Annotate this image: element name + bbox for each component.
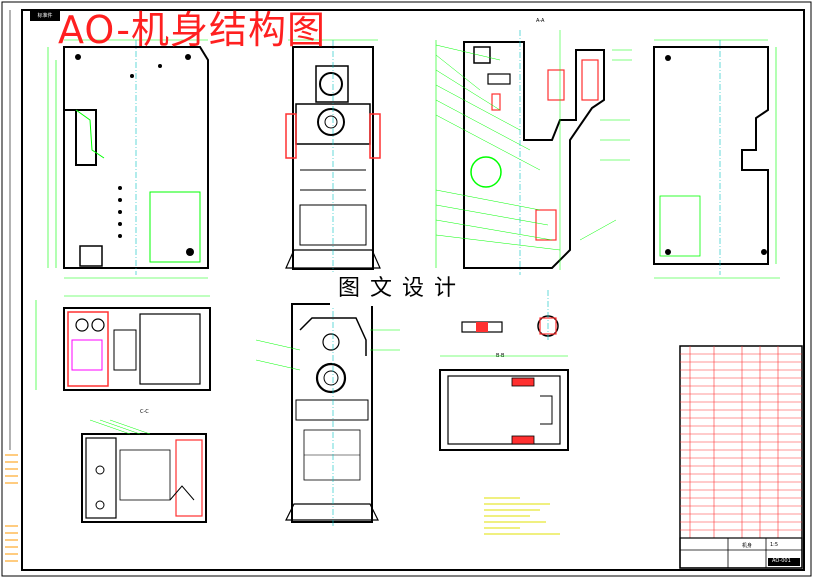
detail-views [461, 290, 559, 342]
technical-notes [484, 497, 560, 535]
title-block [679, 345, 803, 569]
title-block-name: 机身 [742, 543, 753, 549]
drawing-title: AO-机身结构图 [58, 8, 327, 52]
left-margin-marks [5, 454, 18, 562]
section-label-cc: C-C [140, 409, 149, 415]
view-top-section [35, 295, 211, 391]
view-front-profile [47, 39, 209, 279]
view-section-bb: B-B [439, 353, 569, 451]
view-side-section [285, 39, 381, 275]
title-block-code: AO-001 [772, 558, 791, 564]
title-block-scale: 1:5 [770, 542, 779, 548]
watermark-text: 图文设计 [330, 272, 475, 306]
sheet-tag: 标准件 [30, 11, 60, 21]
drawing-frame [21, 9, 805, 571]
view-section-cc: C-C [81, 409, 207, 523]
view-front-section [255, 300, 400, 528]
section-label-aa: A-A [536, 18, 545, 24]
view-section-aa: A-A [435, 18, 632, 275]
view-right-profile [653, 39, 780, 279]
